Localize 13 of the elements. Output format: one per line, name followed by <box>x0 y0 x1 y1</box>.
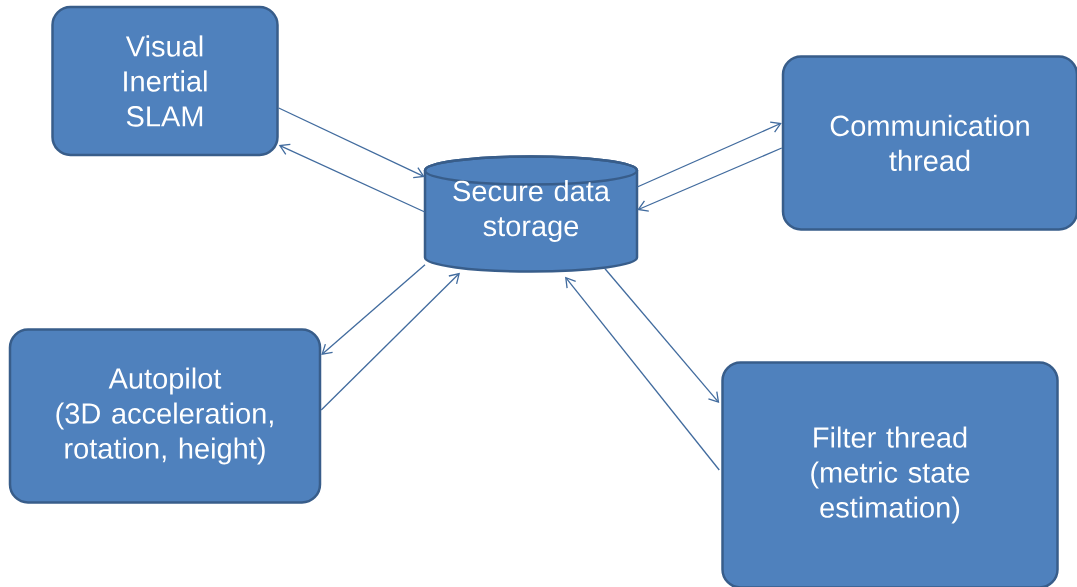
arrow <box>278 107 425 179</box>
process-box: Autopilot (3D acceleration, rotation, height) <box>8 328 322 504</box>
process-box: Filter thread (metric state estimation) <box>721 361 1059 587</box>
arrow <box>321 264 426 355</box>
arrow <box>278 143 426 213</box>
arrow <box>637 147 783 212</box>
storage-cylinder: Secure data storage <box>423 155 639 273</box>
arrow <box>604 268 720 403</box>
arrow <box>565 276 720 471</box>
process-box: Communication thread <box>781 55 1077 231</box>
arrow <box>636 121 782 188</box>
process-box: Visual Inertial SLAM <box>51 5 279 157</box>
arrow <box>320 272 460 411</box>
